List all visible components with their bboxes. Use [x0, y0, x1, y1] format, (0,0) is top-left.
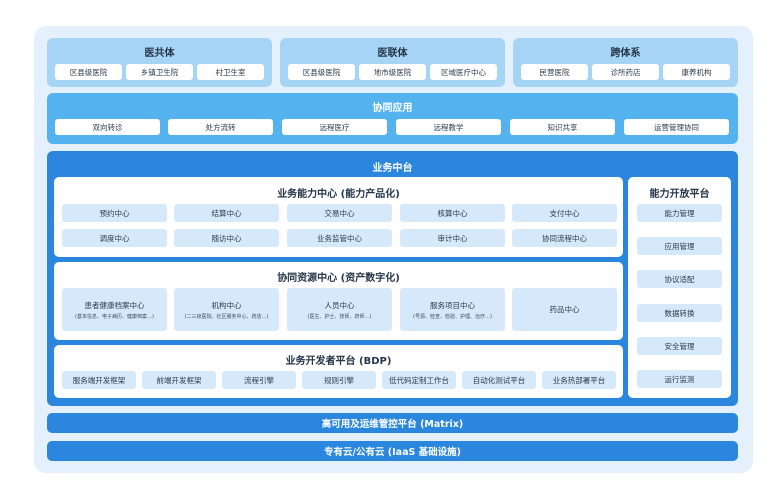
resource-sub: (基本信息、电子病历、健康档案…) [75, 313, 154, 320]
open-platform-item: 应用管理 [637, 237, 722, 255]
resource-sub: (二三级医院、社区服务中心、药店…) [184, 313, 269, 320]
ops-platform-bar: 高可用及运维管控平台 (Matrix) [47, 413, 738, 433]
collab-item: 知识共享 [510, 119, 615, 135]
capability-center: 业务能力中心 (能力产品化) 预约中心 结算中心 交易中心 核算中心 支付中心 … [54, 177, 623, 257]
developer-item: 服务端开发框架 [62, 371, 136, 389]
capability-item: 随访中心 [174, 229, 279, 247]
resource-label: 药品中心 [549, 305, 580, 314]
resource-label: 患者健康档案中心 [84, 300, 145, 310]
open-platform-item: 能力管理 [637, 204, 722, 222]
resource-label: 服务项目中心 [430, 300, 475, 310]
group-item: 村卫生室 [197, 64, 264, 80]
resource-center: 协同资源中心 (资产数字化) 患者健康档案中心 (基本信息、电子病历、健康档案…… [54, 262, 623, 340]
group-item: 区域医疗中心 [430, 64, 497, 80]
collab-item: 运营管理协同 [624, 119, 729, 135]
collab-item: 处方流转 [168, 119, 273, 135]
resource-item: 机构中心 (二三级医院、社区服务中心、药店…) [174, 288, 279, 331]
capability-item: 审计中心 [400, 229, 505, 247]
collab-apps-panel: 协同应用 双向转诊 处方流转 远程医疗 远程教学 知识共享 运营管理协同 [47, 93, 738, 144]
middle-title: 业务中台 [372, 163, 413, 174]
resource-sub: (号源、检查、检验、护理、治疗…) [413, 313, 492, 320]
group-title: 跨体系 [610, 48, 641, 59]
capability-title: 业务能力中心 (能力产品化) [277, 189, 400, 200]
developer-title: 业务开发者平台 (BDP) [285, 356, 392, 367]
developer-item: 低代码定制工作台 [382, 371, 456, 389]
collab-item: 远程医疗 [282, 119, 387, 135]
group-yiliangti: 医联体 区县级医院 地市级医院 区域医疗中心 [280, 38, 505, 87]
group-yigongti: 医共体 区县级医院 乡镇卫生院 村卫生室 [47, 38, 272, 87]
group-title: 医联体 [377, 48, 408, 59]
open-platform-item: 运行监测 [637, 370, 722, 388]
group-item: 诊所药店 [592, 64, 659, 80]
developer-item: 前端开发框架 [142, 371, 216, 389]
open-platform-item: 安全管理 [637, 337, 722, 355]
open-platform-title: 能力开放平台 [649, 189, 710, 200]
developer-platform: 业务开发者平台 (BDP) 服务端开发框架 前端开发框架 流程引擎 规则引擎 低… [54, 345, 623, 398]
resource-item: 患者健康档案中心 (基本信息、电子病历、健康档案…) [62, 288, 167, 331]
developer-item: 业务热部署平台 [542, 371, 616, 389]
cloud-infra-bar: 专有云/公有云 (IaaS 基础设施) [47, 441, 738, 461]
capability-item: 调度中心 [62, 229, 167, 247]
resource-item: 人员中心 (医生、护士、技师、药师…) [287, 288, 392, 331]
resource-label: 人员中心 [324, 300, 355, 310]
collab-title: 协同应用 [372, 103, 413, 114]
open-platform: 能力开放平台 能力管理 应用管理 协议适配 数据转换 安全管理 运行监测 [628, 177, 731, 398]
developer-item: 流程引擎 [222, 371, 296, 389]
capability-item: 预约中心 [62, 204, 167, 222]
collab-item: 远程教学 [396, 119, 501, 135]
group-item: 康养机构 [663, 64, 730, 80]
resource-sub: (医生、护士、技师、药师…) [307, 313, 372, 320]
developer-item: 规则引擎 [302, 371, 376, 389]
resource-item: 服务项目中心 (号源、检查、检验、护理、治疗…) [400, 288, 505, 331]
capability-item: 结算中心 [174, 204, 279, 222]
capability-item: 业务监管中心 [287, 229, 392, 247]
group-title: 医共体 [144, 48, 175, 59]
group-item: 乡镇卫生院 [126, 64, 193, 80]
group-item: 地市级医院 [359, 64, 426, 80]
group-item: 民营医院 [521, 64, 588, 80]
open-platform-item: 协议适配 [637, 270, 722, 288]
resource-item: 药品中心 [512, 288, 617, 331]
capability-item: 协同流程中心 [512, 229, 617, 247]
capability-item: 支付中心 [512, 204, 617, 222]
capability-item: 交易中心 [287, 204, 392, 222]
resource-title: 协同资源中心 (资产数字化) [277, 273, 400, 284]
open-platform-item: 数据转换 [637, 304, 722, 322]
developer-item: 自动化测试平台 [462, 371, 536, 389]
resource-label: 机构中心 [211, 300, 242, 310]
capability-item: 核算中心 [400, 204, 505, 222]
business-middle-platform: 业务中台 业务能力中心 (能力产品化) 预约中心 结算中心 交易中心 核算中心 … [47, 151, 738, 406]
collab-item: 双向转诊 [55, 119, 160, 135]
group-item: 区县级医院 [288, 64, 355, 80]
group-item: 区县级医院 [55, 64, 122, 80]
group-kuatixi: 跨体系 民营医院 诊所药店 康养机构 [513, 38, 738, 87]
